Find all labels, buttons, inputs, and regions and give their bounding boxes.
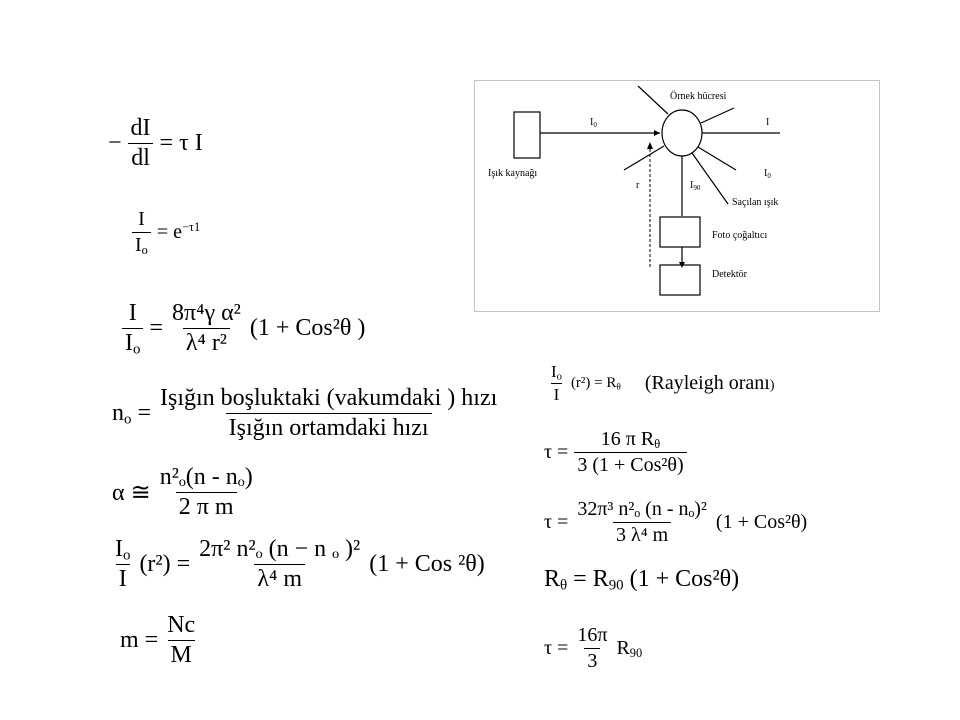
fraction-I-I0: I Io — [132, 208, 151, 257]
denominator: I — [550, 383, 563, 405]
sample-cell — [661, 109, 703, 157]
scatter-ray-upper-right — [700, 107, 735, 124]
scatter-ray-upper-left — [637, 85, 669, 115]
detector-box — [659, 264, 701, 296]
label-sample-cell: Örnek hücresi — [670, 91, 727, 102]
diagram-border — [474, 80, 880, 312]
fraction-scattering: 2π² n²ₒ (n − n ₒ )² λ⁴ m — [196, 536, 363, 593]
minus-sign: − — [108, 130, 122, 156]
tau-equals: τ = — [544, 511, 569, 533]
denominator: dl — [128, 143, 153, 172]
denominator: 2 π m — [175, 492, 237, 521]
angular-term: (1 + Cos²θ) — [629, 566, 740, 592]
signal-arrow — [679, 262, 685, 268]
numerator: I — [138, 208, 145, 230]
numerator: 8π⁴γ α² — [171, 300, 241, 326]
numerator: I — [128, 300, 137, 326]
equation-polarizability: α ≅ n²ₒ(n - nₒ) 2 π m — [112, 464, 256, 521]
fraction-polarizability: n²ₒ(n - nₒ) 2 π m — [157, 464, 256, 521]
fraction-turbidity: 16 π Rθ 3 (1 + Cos²θ) — [574, 428, 687, 477]
equation-rhs: = e−τ1 — [156, 220, 201, 243]
incident-beam-arrow — [654, 130, 660, 136]
equals-sign: = — [149, 315, 163, 341]
fraction-I0-I: Io I — [548, 362, 565, 405]
label-I0-scattered: I0 — [764, 168, 771, 180]
label-detector: Detektör — [712, 269, 747, 280]
denominator: 3 — [584, 648, 601, 673]
denominator: Io — [122, 328, 144, 357]
numerator: Io — [551, 362, 562, 383]
label-I90: I90 — [690, 180, 701, 192]
denominator: 3 (1 + Cos²θ) — [574, 452, 687, 477]
fraction-16pi-3: 16π 3 — [574, 624, 610, 673]
fraction-I-I0: I Io — [122, 300, 144, 357]
distance-r-arrow — [647, 142, 653, 149]
scattering-diagram: Örnek hücresi Işık kaynağı Saçılan ışık … — [474, 80, 880, 312]
fraction-turbidity: 32π³ n²ₒ (n - nₒ)² 3 λ⁴ m — [574, 498, 710, 547]
denominator: I — [115, 564, 130, 593]
numerator: 32π³ n²ₒ (n - nₒ)² — [577, 498, 707, 520]
denominator: 3 λ⁴ m — [613, 522, 672, 547]
denominator: λ⁴ m — [254, 564, 306, 593]
light-source-box — [513, 111, 541, 159]
numerator: Işığın boşluktaki (vakumdaki ) hızı — [159, 385, 498, 411]
equation-scattered-intensity: Io I (r²) = 2π² n²ₒ (n − n ₒ )² λ⁴ m (1 … — [112, 536, 485, 593]
numerator: dI — [130, 115, 151, 141]
denominator: Io — [132, 232, 151, 257]
equation-rayleigh-theta: Rθ = R90 (1 + Cos²θ) — [544, 566, 739, 593]
label-light-source: Işık kaynağı — [488, 168, 538, 179]
denominator: λ⁴ r² — [182, 328, 231, 357]
label-I-transmitted: I — [766, 117, 770, 128]
angular-term: (1 + Cos²θ ) — [249, 315, 366, 341]
equation-rayleigh-intensity: I Io = 8π⁴γ α² λ⁴ r² (1 + Cos²θ ) — [122, 300, 365, 357]
alpha-approx: α ≅ — [112, 480, 151, 506]
label-scattered-light: Saçılan ışık — [732, 197, 779, 208]
denominator: M — [167, 640, 195, 669]
tau-equals: τ = — [544, 637, 569, 659]
fraction-speed-ratio: Işığın boşluktaki (vakumdaki ) hızı Işığ… — [157, 385, 500, 442]
equation-beer-exponential: I Io = e−τ1 — [132, 208, 200, 257]
tau-equals: τ = — [544, 441, 569, 463]
label-photomultiplier: Foto çoğaltıcı — [712, 230, 768, 241]
equation-mass: m = Nc M — [120, 612, 198, 669]
numerator: 16 π Rθ — [600, 428, 661, 452]
label-r: r — [636, 180, 640, 191]
r-squared-term: (r²) = — [139, 551, 191, 577]
R-90: = R90 — [573, 566, 624, 594]
equation-refractive-index: no = Işığın boşluktaki (vakumdaki ) hızı… — [112, 385, 500, 442]
scatter-ray-lower-right — [697, 146, 737, 171]
numerator: Nc — [167, 612, 196, 638]
scatter-ray-left — [623, 145, 665, 171]
fraction-rayleigh: 8π⁴γ α² λ⁴ r² — [169, 300, 244, 357]
fraction-Nc-M: Nc M — [164, 612, 198, 669]
n0-symbol: no — [112, 400, 132, 428]
rayleigh-ratio-label: (Rayleigh oranı) — [644, 372, 775, 394]
R-90: R90 — [616, 637, 643, 661]
r-squared-term: (r²) = Rθ — [570, 375, 621, 393]
scatter-ray-lower-right-2 — [691, 152, 729, 205]
angular-term: (1 + Cos ²θ) — [369, 551, 485, 577]
diagram-svg — [474, 80, 880, 312]
equation-turbidity-90: τ = 16π 3 R90 — [544, 624, 642, 673]
angular-term: (1 + Cos²θ) — [715, 511, 808, 533]
numerator: Io — [115, 536, 131, 564]
photomultiplier-box — [659, 216, 701, 248]
fraction-I0-I: Io I — [112, 536, 133, 593]
denominator: Işığın ortamdaki hızı — [225, 413, 432, 442]
R-theta: Rθ — [544, 566, 568, 594]
equation-rayleigh-ratio: Io I (r²) = Rθ (Rayleigh oranı) — [548, 362, 775, 405]
numerator: 16π — [577, 624, 608, 646]
fraction-dI-dl: dI dl — [128, 115, 154, 172]
equals-sign: = — [137, 400, 151, 426]
numerator: 2π² n²ₒ (n − n ₒ )² — [199, 536, 361, 562]
numerator: n²ₒ(n - nₒ) — [159, 464, 253, 490]
m-equals: m = — [120, 627, 159, 653]
equation-turbidity-rayleigh: τ = 16 π Rθ 3 (1 + Cos²θ) — [544, 428, 687, 477]
equation-beer-differential: − dI dl = τ I — [108, 115, 203, 172]
label-I0-incident: I0 — [590, 117, 597, 129]
equation-rhs: = τ I — [159, 130, 203, 156]
equation-turbidity-full: τ = 32π³ n²ₒ (n - nₒ)² 3 λ⁴ m (1 + Cos²θ… — [544, 498, 807, 547]
